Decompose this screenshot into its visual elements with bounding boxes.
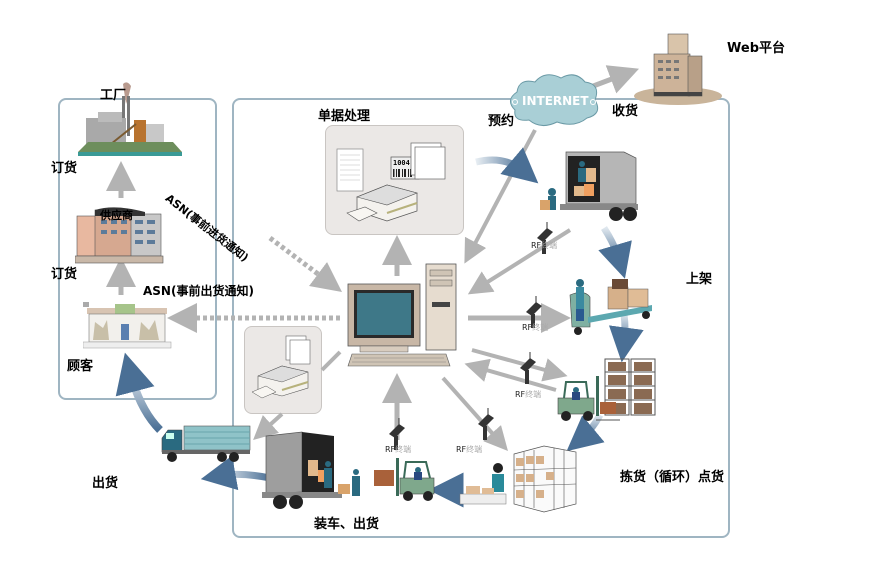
customer-label: 顾客 — [67, 359, 94, 374]
arrow-asn-arrival — [268, 236, 342, 292]
office-building-icon — [75, 207, 164, 264]
rf-terminal-label: RF终端 — [522, 323, 549, 332]
rf-terminal-icon — [520, 352, 536, 384]
arrow-computer-to-picking — [441, 376, 508, 451]
rf-terminal-icon — [478, 408, 494, 440]
flow-docs-to-truck — [475, 147, 539, 184]
document-processing-label: 单据处理 — [318, 109, 371, 124]
rf-terminal-label: RF终端 — [515, 390, 542, 399]
pallet-jack-icon — [569, 279, 652, 335]
rf-terminal-icon — [537, 222, 553, 254]
flow-truck-to-delivery — [200, 455, 271, 491]
svg-text:1004: 1004 — [393, 159, 410, 167]
shelving-label: 上架 — [686, 272, 713, 287]
factory-label: 工厂 — [100, 88, 127, 103]
cloud-icon — [510, 74, 599, 126]
flow-rack-to-picking — [566, 413, 605, 452]
reservation-label: 预约 — [488, 114, 515, 129]
printer-icon — [252, 335, 311, 399]
supplier-label: 供应商 — [100, 209, 133, 222]
order-label-top: 订货 — [51, 161, 78, 176]
desktop-computer-icon — [347, 263, 457, 367]
receiving-label: 收货 — [612, 104, 639, 119]
forklift-icon — [557, 376, 620, 421]
internet-label: INTERNET — [522, 94, 589, 108]
arrow-forklift-to-computer — [464, 358, 557, 392]
arrow-receiving-to-computer — [467, 228, 572, 295]
order-label-bottom: 订货 — [51, 267, 78, 282]
rf-terminal-icon — [389, 418, 405, 450]
picking-label: 拣货（循环）点货 — [620, 470, 725, 485]
rf-terminal-label: RF终端 — [531, 241, 558, 250]
arrow-computer-to-forklift — [471, 348, 568, 382]
picking-rack-icon — [459, 445, 577, 513]
forklift-loading-icon — [374, 458, 435, 501]
rf-terminal-label: RF终端 — [385, 445, 412, 454]
skyscraper-icon — [634, 33, 722, 105]
arrow-computer-to-printer — [320, 350, 342, 372]
flow-truck-to-pallet — [598, 226, 632, 279]
asn-shipping-label: ASN(事前出货通知) — [143, 284, 254, 298]
printer-documents-icon: 1004 — [336, 142, 446, 222]
rf-terminal-icon — [526, 296, 542, 328]
arrow-internet-to-computer — [464, 129, 537, 264]
flow-pallet-to-rack — [608, 313, 644, 363]
truck-loading-icon — [262, 431, 360, 509]
web-platform-label: Web平台 — [727, 41, 785, 56]
store-icon — [83, 302, 172, 349]
rf-terminal-label: RF终端 — [456, 445, 483, 454]
factory-icon — [78, 82, 182, 156]
delivery-truck-icon — [161, 425, 251, 462]
shipping-label: 出货 — [92, 476, 119, 491]
arrow-printer-to-truck — [253, 412, 284, 441]
loading-shipping-label: 装车、出货 — [314, 517, 380, 532]
storage-rack-icon — [604, 358, 656, 416]
truck-unloading-icon — [540, 151, 638, 221]
flow-delivery-to-customer — [115, 352, 163, 433]
